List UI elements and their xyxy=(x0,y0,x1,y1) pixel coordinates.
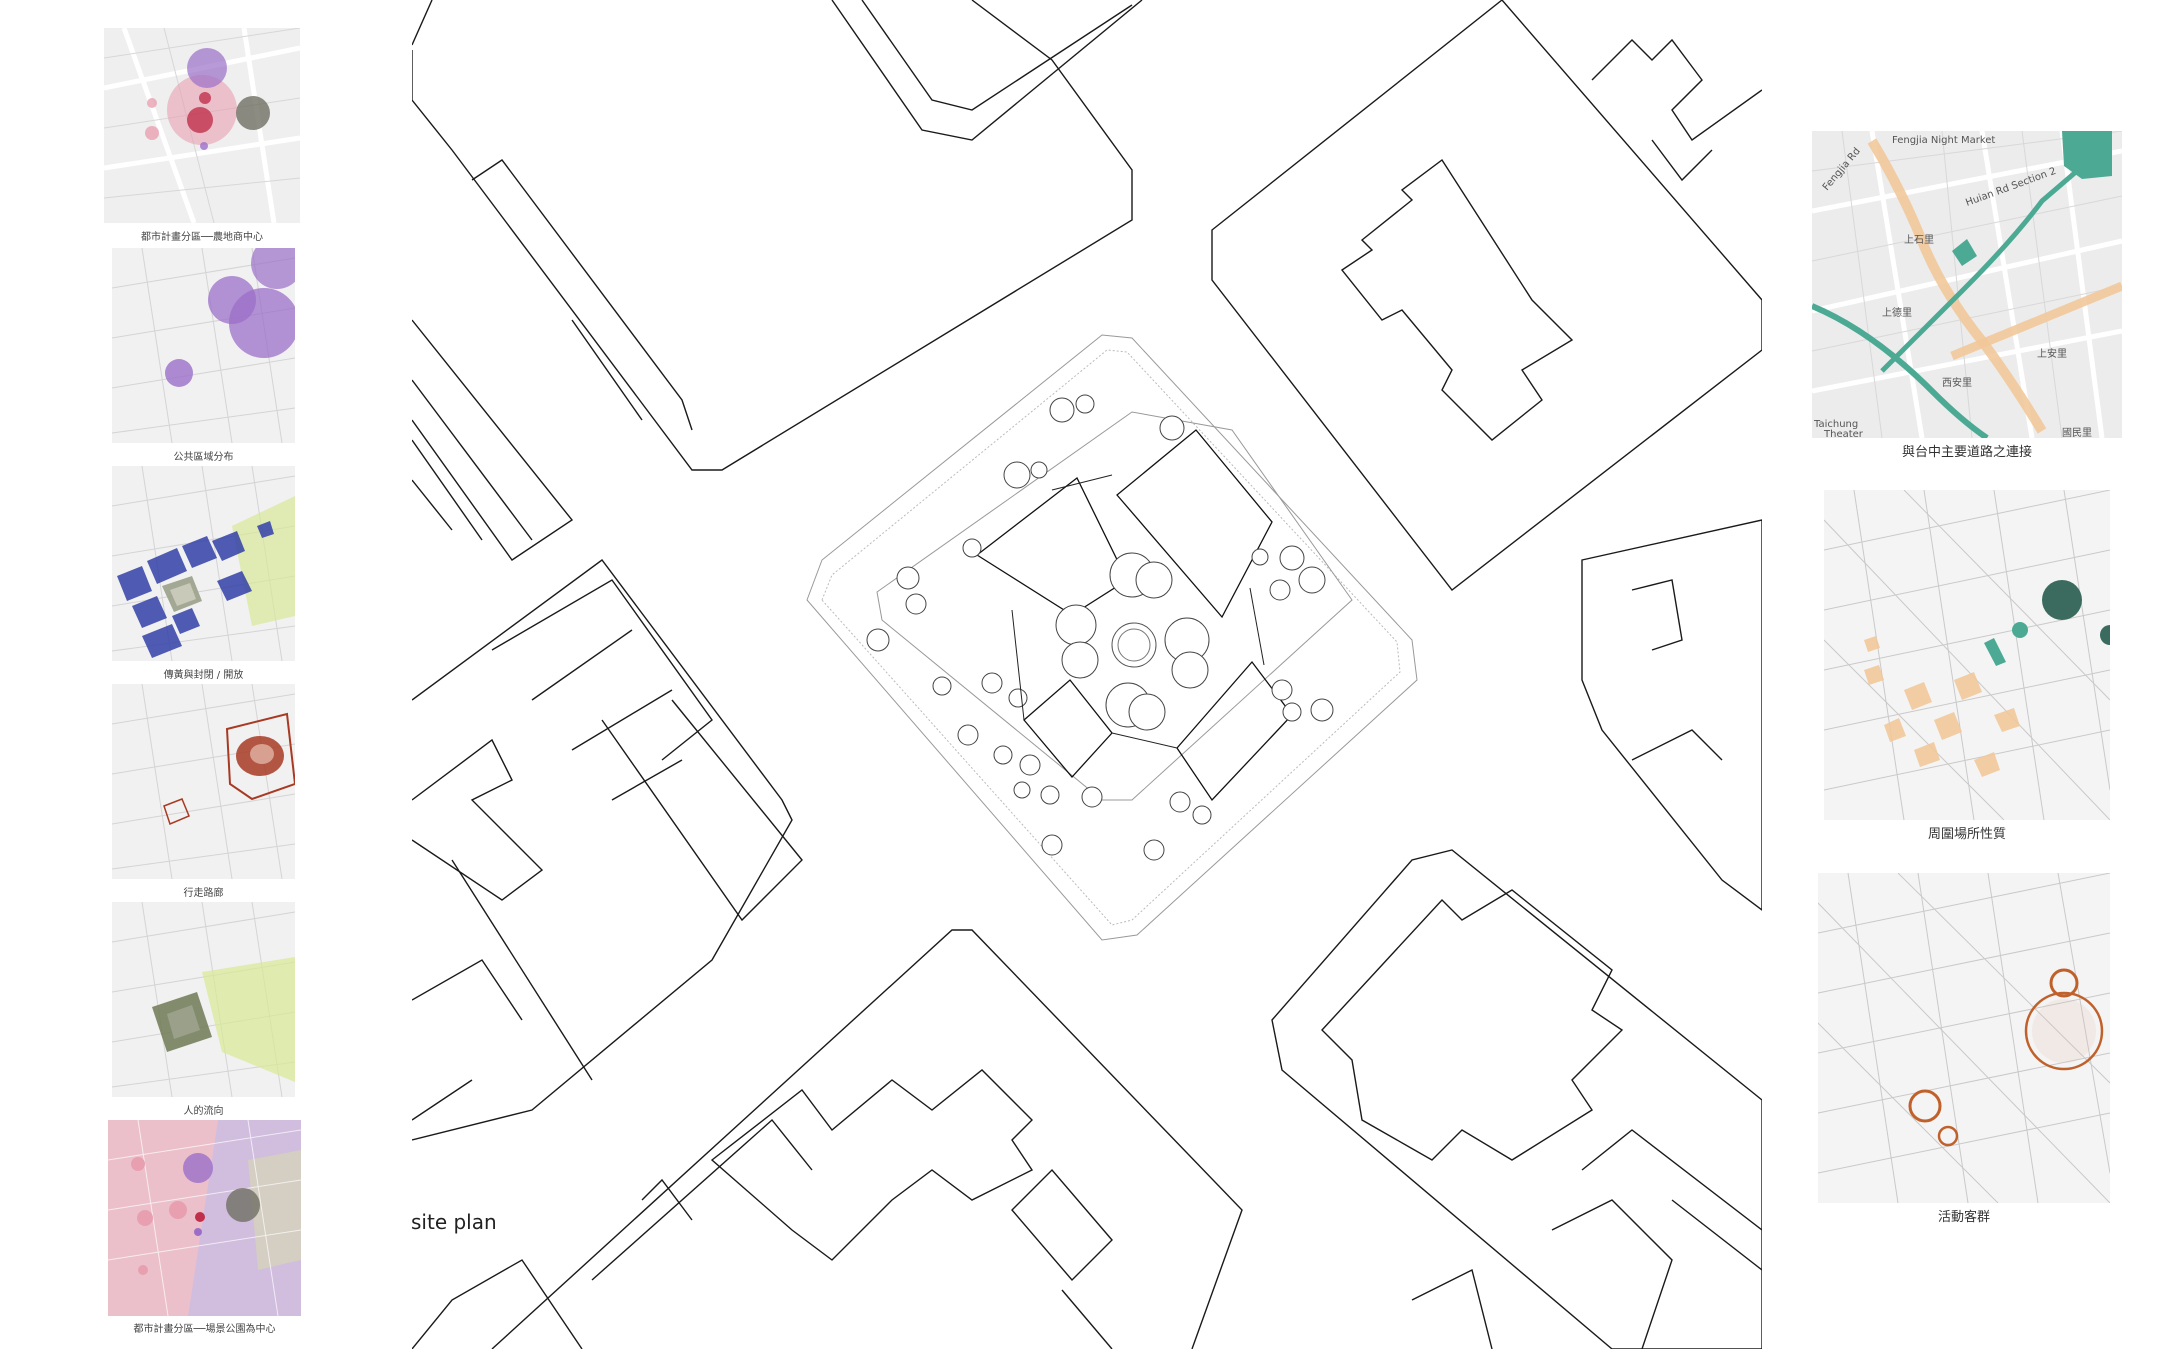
label-taichung: Taichung xyxy=(1813,419,1858,430)
label-shangde: 上德里 xyxy=(1882,306,1912,319)
label-shangan: 上安里 xyxy=(2037,347,2067,360)
block-top-center xyxy=(831,0,1143,141)
caption-people-flow: 人的流向 xyxy=(183,1106,224,1117)
label-fengjia-night-market: Fengjia Night Market xyxy=(1892,135,1995,146)
caption-walking-corridor: 行走路廊 xyxy=(183,888,224,899)
label-xian: 西安里 xyxy=(1942,376,1972,389)
thumb-enclosure-openness[interactable] xyxy=(112,466,295,661)
circle-public-area-2 xyxy=(229,288,295,358)
map-walking-corridor xyxy=(112,684,295,879)
label-theater: Theater xyxy=(1823,429,1864,438)
thumb-urban-planning-park[interactable] xyxy=(108,1120,301,1316)
map-enclosure-openness xyxy=(112,466,295,661)
map-public-area-distribution xyxy=(112,248,295,443)
label-guomin: 國民里 xyxy=(2062,427,2092,438)
road-orange xyxy=(1867,138,2047,434)
caption-activity-groups: 活動客群 xyxy=(1937,1210,1990,1225)
circle-dark-teal-edge xyxy=(2100,625,2110,645)
circle-activity-large xyxy=(2024,991,2104,1071)
label-shangshi: 上石里 xyxy=(1904,234,1934,246)
map-surrounding-places xyxy=(1824,490,2110,820)
block-top-left xyxy=(411,0,1133,471)
thumb-surrounding-places[interactable] xyxy=(1824,490,2110,820)
caption-road-connection: 與台中主要道路之連接 xyxy=(1901,445,2032,460)
site-plan-svg xyxy=(411,0,1763,1350)
path-lines xyxy=(1011,474,1265,749)
block-bottom-left xyxy=(491,929,1243,1350)
road-teal xyxy=(1812,303,1989,438)
circle-public-area-3 xyxy=(251,248,295,289)
circle-gray-zone xyxy=(226,1188,260,1222)
block-left-middle xyxy=(411,559,793,1141)
open-area xyxy=(232,496,295,626)
park-teal xyxy=(2062,131,2112,179)
thumb-road-connection[interactable]: Fengjia Night Market Fengjia Rd Huian Rd… xyxy=(1812,131,2122,438)
map-road-connection: Fengjia Night Market Fengjia Rd Huian Rd… xyxy=(1812,131,2122,438)
caption-urban-planning-park: 都市計畫分區──場景公園為中心 xyxy=(133,1324,276,1335)
circle-purple-zone xyxy=(187,48,227,88)
flow-area xyxy=(202,957,295,1082)
caption-enclosure-openness: 傳黃與封閉 / 開放 xyxy=(163,670,244,681)
circle-public-area-4 xyxy=(165,359,193,387)
caption-urban-planning-commercial: 都市計畫分區──農地商中心 xyxy=(140,232,264,243)
block-left xyxy=(411,319,574,561)
site-plan-drawing[interactable] xyxy=(411,0,1763,1350)
thumb-activity-groups[interactable] xyxy=(1818,873,2110,1203)
circle-purple-zone xyxy=(183,1153,213,1183)
map-urban-planning-park xyxy=(108,1120,301,1316)
map-people-flow xyxy=(112,902,295,1097)
circle-dark-teal-large xyxy=(2042,580,2082,620)
block-top-right xyxy=(1211,0,1763,591)
thumb-urban-planning-commercial[interactable] xyxy=(104,28,300,223)
site-outline xyxy=(163,798,190,826)
circle-activity-top xyxy=(2049,968,2079,998)
thumb-walking-corridor[interactable] xyxy=(112,684,295,879)
block-right-middle xyxy=(1581,519,1763,912)
caption-public-area-distribution: 公共區域分布 xyxy=(173,452,234,463)
circle-activity-small xyxy=(1937,1125,1959,1147)
thumb-people-flow[interactable] xyxy=(112,902,295,1097)
block-bottom-right xyxy=(1271,849,1763,1350)
orange-places xyxy=(1864,636,2020,777)
map-urban-planning-commercial xyxy=(104,28,300,223)
circle-gray-zone xyxy=(236,96,270,130)
trees xyxy=(866,394,1334,861)
circle-core-zone xyxy=(187,107,213,133)
enclosed-blocks xyxy=(117,521,274,658)
corridor-boundary xyxy=(225,712,295,801)
circle-core-zone xyxy=(195,1212,205,1222)
caption-surrounding-places: 周圍場所性質 xyxy=(1927,827,2006,842)
site-plan-label: site plan xyxy=(411,1210,497,1234)
thumb-public-area-distribution[interactable] xyxy=(112,248,295,443)
map-activity-groups xyxy=(1818,873,2110,1203)
circle-activity-left xyxy=(1908,1089,1942,1123)
